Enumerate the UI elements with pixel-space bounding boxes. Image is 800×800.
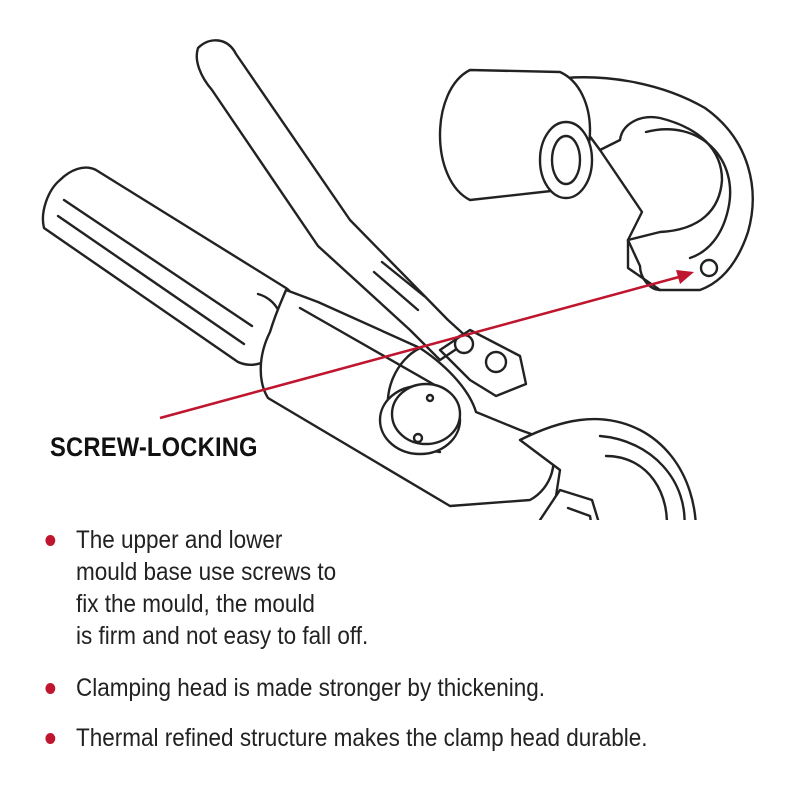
feature-line: is firm and not easy to fall off.: [76, 622, 369, 650]
red-dot-bullet-icon: [45, 733, 56, 744]
feature-line: Thermal refined structure makes the clam…: [76, 724, 648, 752]
screw-locking-knob: [378, 382, 462, 456]
feature-item: Clamping head is made stronger by thicke…: [45, 672, 546, 704]
pump-handle: [195, 39, 472, 362]
hydraulic-crimping-tool-illustration: [41, 39, 754, 520]
pivot-bolts: [438, 328, 528, 398]
red-dot-bullet-icon: [45, 535, 56, 546]
feature-line: fix the mould, the mould: [76, 590, 315, 618]
upper-mould-head: [438, 68, 754, 292]
feature-line: mould base use screws to: [76, 558, 337, 586]
feature-item: Thermal refined structure makes the clam…: [45, 722, 648, 754]
lower-clamp-head: [518, 417, 697, 520]
feature-line: The upper and lower: [76, 526, 283, 554]
callout-arrow: [159, 270, 694, 420]
feature-line: Clamping head is made stronger by thicke…: [76, 674, 546, 702]
screw-locking-label: SCREW-LOCKING: [50, 432, 258, 462]
red-dot-bullet-icon: [45, 683, 56, 694]
feature-item: The upper and lower mould base use screw…: [45, 524, 369, 652]
rubber-grip: [41, 166, 298, 366]
